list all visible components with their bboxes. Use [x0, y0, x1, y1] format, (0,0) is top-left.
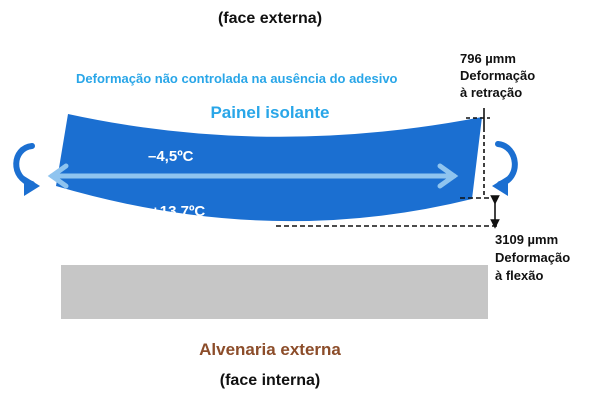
insulating-panel-label: Painel isolante — [210, 103, 330, 122]
retraction-dimension — [466, 108, 490, 196]
retraction-line1: Deformação — [460, 68, 536, 83]
masonry-label: Alvenaria externa — [199, 340, 341, 359]
flexion-line1: Deformação — [495, 250, 571, 265]
flexion-line2: à flexão — [495, 268, 544, 283]
curved-arrow-icon — [492, 176, 508, 196]
insulating-panel — [56, 114, 482, 222]
retraction-line2: à retração — [460, 85, 523, 100]
bottom-temperature: +13.7ºC — [151, 203, 206, 220]
retraction-annotation: 796 µmm Deformação à retração — [460, 50, 535, 101]
external-masonry-block — [61, 265, 488, 319]
internal-face-label: (face interna) — [219, 372, 321, 389]
flexion-annotation: 3109 µmm Deformação à flexão — [495, 231, 570, 285]
retraction-value: 796 µmm — [460, 51, 516, 66]
external-face-label: (face externa) — [217, 10, 323, 27]
uncontrolled-deformation-caption: Deformação não controlada na ausência do… — [76, 71, 398, 86]
flexion-dimension — [276, 195, 500, 229]
flexion-value: 3109 µmm — [495, 232, 559, 247]
curved-arrow-icon — [24, 176, 40, 196]
top-temperature: –4,5ºC — [148, 148, 194, 165]
double-arrow-icon — [47, 163, 459, 189]
